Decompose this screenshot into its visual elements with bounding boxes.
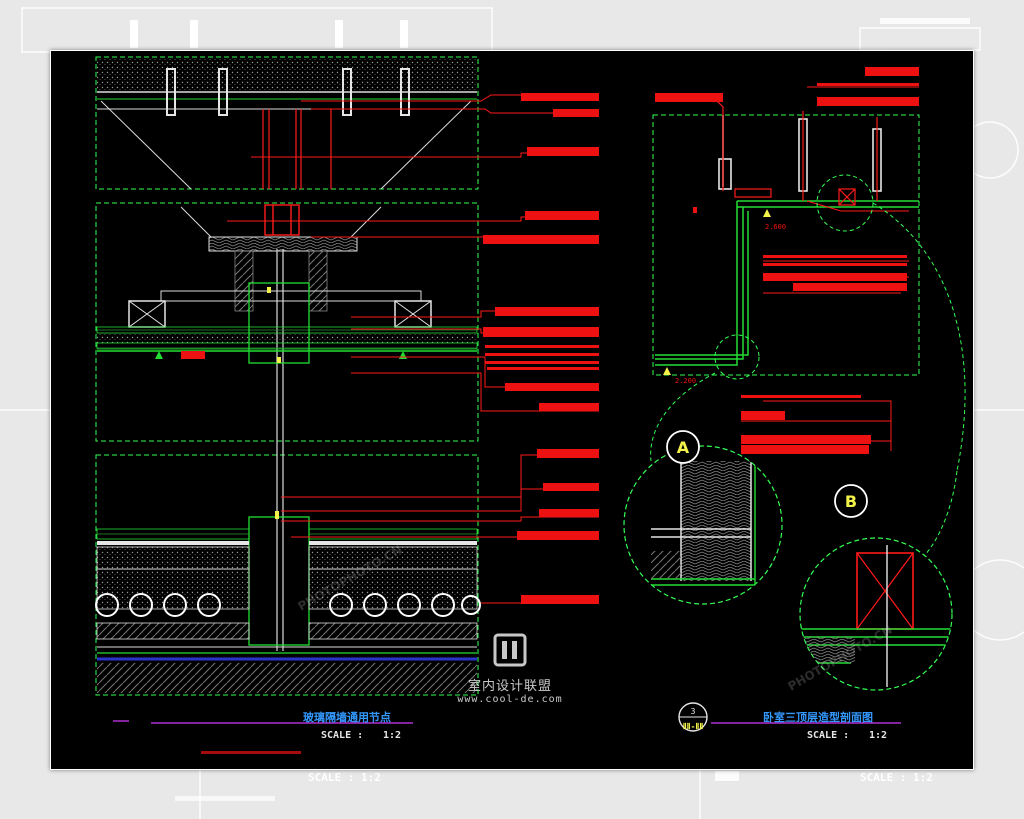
floor-layers-right	[308, 528, 478, 640]
bg-scale-right: SCALE : 1:2	[860, 771, 933, 784]
right-scale-value: 1:2	[869, 730, 887, 741]
right-detail-title: 卧室三顶层造型剖面图	[763, 710, 873, 724]
floor-layers-left	[96, 528, 250, 640]
floor-channel	[248, 516, 310, 646]
left-scale-value: 1:2	[383, 730, 401, 741]
red-tag-left-small	[181, 351, 205, 359]
left-annotation-tags	[483, 93, 599, 604]
left-detail-title: 玻璃隔墙通用节点	[303, 710, 391, 724]
callout-bubble-b	[834, 484, 868, 518]
level-mark-upper: 2.600	[765, 223, 786, 231]
enlarged-detail-a: A	[623, 430, 783, 605]
ceiling-slab-hatch	[97, 58, 477, 92]
right-panel-outline	[652, 114, 920, 376]
callout-bubble-a	[666, 430, 700, 464]
timber-header	[208, 236, 358, 252]
callout-a-label: A	[677, 438, 690, 457]
left-section-detail: 玻璃隔墙通用节点 SCALE : 1:2	[95, 56, 599, 754]
bg-scale-left: SCALE : 1:2	[308, 771, 381, 784]
duct-box-right	[394, 300, 432, 328]
section-sub-label: ⅡⅡ-ⅡⅡ	[683, 722, 704, 731]
cad-drawing: 玻璃隔墙通用节点 SCALE : 1:2	[95, 56, 966, 754]
floor-slab-hatch	[97, 663, 477, 693]
left-scale-label: SCALE :	[321, 730, 363, 741]
floor-pipes	[95, 593, 481, 617]
level-mark-lower: 2.200	[675, 377, 696, 385]
right-section-detail: 2.600 2.200	[623, 67, 966, 741]
callout-b-label: B	[845, 492, 857, 511]
cad-drawing-frame: 玻璃隔墙通用节点 SCALE : 1:2	[50, 50, 974, 770]
ceiling-profile	[655, 200, 919, 366]
duct-box-left	[128, 300, 166, 328]
enlarged-detail-b: B	[799, 484, 953, 691]
right-annotation-tags	[655, 67, 919, 454]
left-panel-outlines	[95, 56, 479, 696]
right-scale-label: SCALE :	[807, 730, 849, 741]
section-number: 3	[691, 707, 696, 716]
hanger-rods	[166, 68, 410, 116]
